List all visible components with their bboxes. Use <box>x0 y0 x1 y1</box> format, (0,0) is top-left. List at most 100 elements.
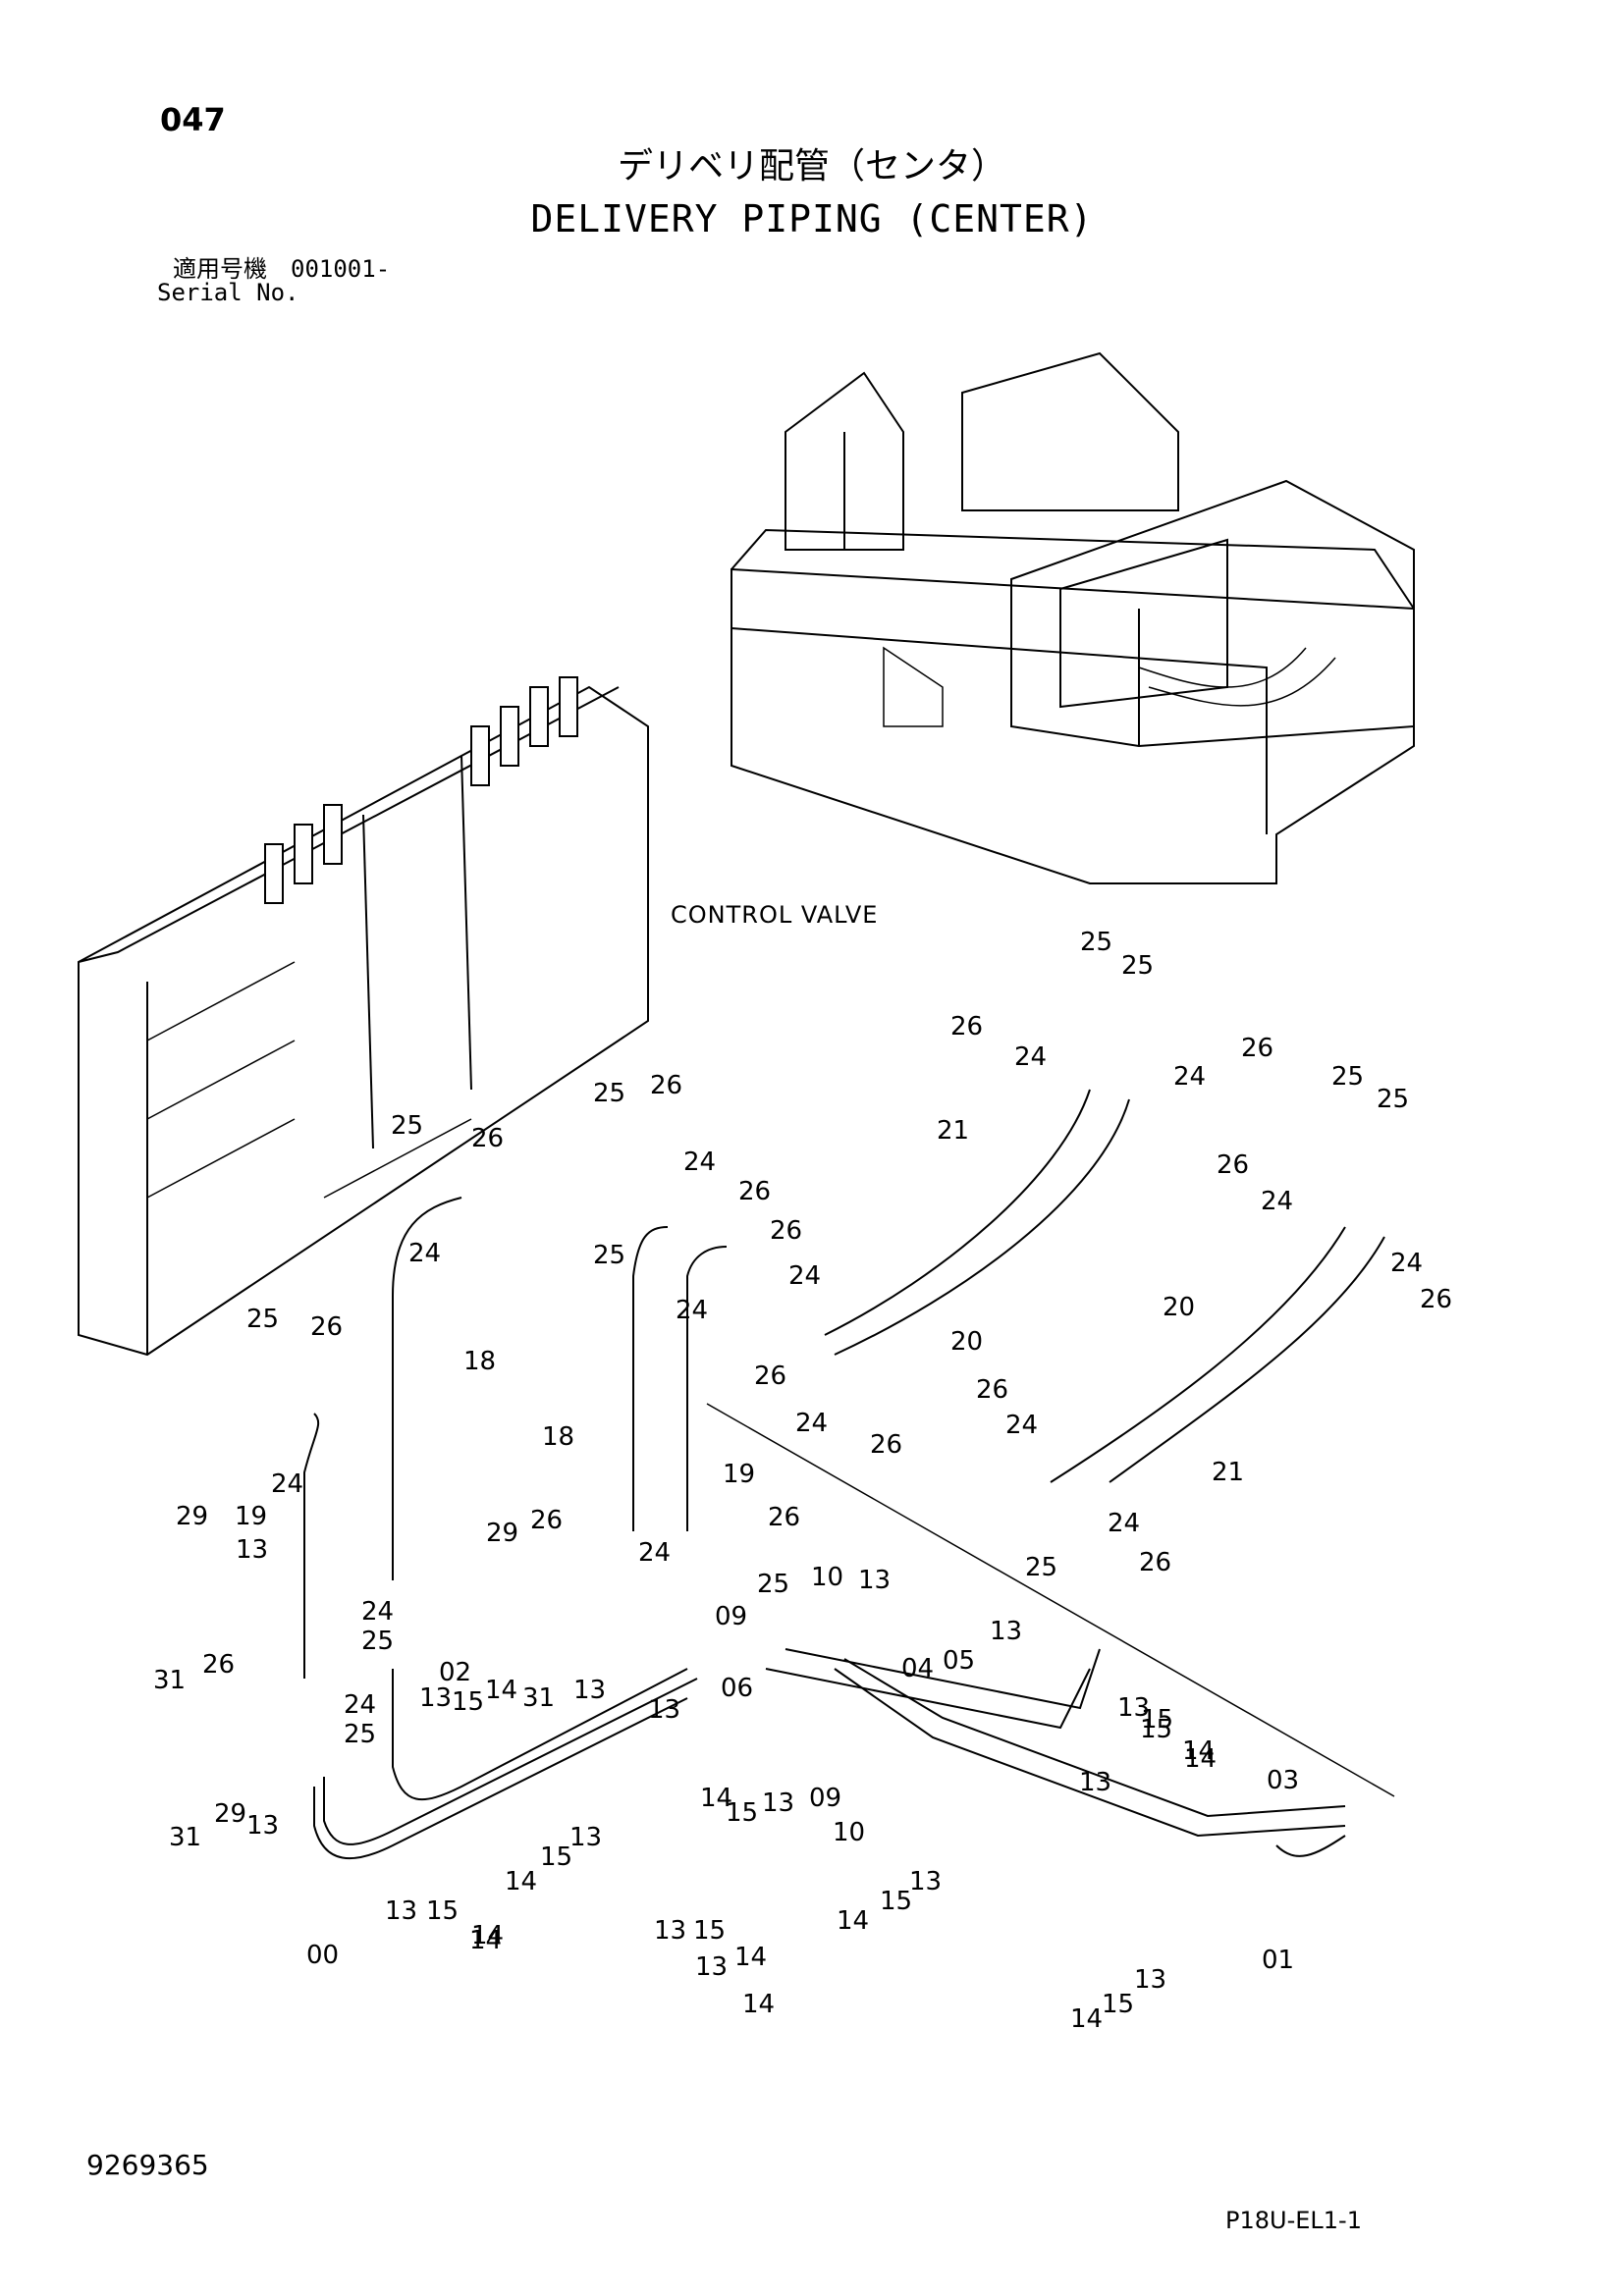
callout-13: 13 <box>246 1811 279 1841</box>
callout-24: 24 <box>361 1597 394 1627</box>
callout-18: 18 <box>463 1347 496 1376</box>
callout-29: 29 <box>176 1502 208 1531</box>
callout-14: 14 <box>485 1676 517 1705</box>
callout-00: 00 <box>306 1941 339 1970</box>
callout-13: 13 <box>654 1916 686 1946</box>
callout-15: 15 <box>426 1896 459 1926</box>
callout-15: 15 <box>540 1842 572 1872</box>
callout-26: 26 <box>310 1312 343 1342</box>
callout-26: 26 <box>754 1362 786 1391</box>
callout-14: 14 <box>505 1867 537 1896</box>
callout-25: 25 <box>593 1079 625 1108</box>
callout-25: 25 <box>757 1570 789 1599</box>
callout-31: 31 <box>522 1683 555 1713</box>
callout-25: 25 <box>246 1305 279 1334</box>
callout-15: 15 <box>1141 1705 1173 1735</box>
callout-24: 24 <box>1108 1509 1140 1538</box>
callout-15: 15 <box>1102 1990 1134 2019</box>
callout-26: 26 <box>770 1216 802 1246</box>
callout-24: 24 <box>271 1469 303 1499</box>
callout-25: 25 <box>1080 928 1112 957</box>
callout-13: 13 <box>695 1952 728 1982</box>
callout-14: 14 <box>734 1943 767 1972</box>
callout-24: 24 <box>795 1409 828 1438</box>
callout-24: 24 <box>1390 1249 1423 1278</box>
callout-13: 13 <box>648 1695 680 1725</box>
callout-21: 21 <box>937 1116 969 1146</box>
callout-26: 26 <box>202 1650 235 1680</box>
callout-26: 26 <box>650 1071 682 1100</box>
callout-13: 13 <box>909 1867 942 1896</box>
callout-26: 26 <box>530 1506 563 1535</box>
callout-13: 13 <box>569 1823 602 1852</box>
callout-26: 26 <box>768 1503 800 1532</box>
callout-26: 26 <box>950 1012 983 1041</box>
callout-26: 26 <box>1241 1034 1273 1063</box>
callout-13: 13 <box>236 1535 268 1565</box>
callout-10: 10 <box>833 1818 865 1847</box>
callout-15: 15 <box>693 1916 726 1946</box>
serial-label-japanese: 適用号機 001001- <box>173 255 391 283</box>
callout-20: 20 <box>1163 1293 1195 1322</box>
callout-26: 26 <box>1139 1548 1171 1577</box>
callout-09: 09 <box>809 1784 841 1813</box>
callout-26: 26 <box>976 1375 1008 1405</box>
callout-24: 24 <box>1005 1411 1038 1440</box>
callout-15: 15 <box>880 1887 912 1916</box>
callout-25: 25 <box>344 1720 376 1749</box>
callout-26: 26 <box>870 1430 902 1460</box>
callout-31: 31 <box>169 1823 201 1852</box>
callout-24: 24 <box>1261 1187 1293 1216</box>
callout-24: 24 <box>676 1296 708 1325</box>
page-number: 047 <box>160 101 226 138</box>
callout-14: 14 <box>1184 1744 1217 1774</box>
callout-14: 14 <box>469 1926 502 1955</box>
callout-03: 03 <box>1267 1766 1299 1795</box>
callout-13: 13 <box>573 1676 606 1705</box>
callout-14: 14 <box>1182 1736 1215 1766</box>
callout-25: 25 <box>1121 951 1154 981</box>
callout-13: 13 <box>1117 1693 1150 1723</box>
callout-13: 13 <box>858 1566 891 1595</box>
callout-25: 25 <box>1331 1062 1364 1092</box>
callout-01: 01 <box>1262 1946 1294 1975</box>
callout-14: 14 <box>700 1784 732 1813</box>
machine-overview-illustration <box>731 351 1415 884</box>
title-japanese: デリベリ配管（センタ） <box>617 146 1006 187</box>
sheet-code: P18U-EL1-1 <box>1225 2207 1362 2234</box>
callout-09: 09 <box>715 1602 747 1631</box>
callout-26: 26 <box>738 1177 771 1206</box>
callout-29: 29 <box>486 1519 518 1548</box>
callout-06: 06 <box>721 1674 753 1703</box>
callout-21: 21 <box>1212 1458 1244 1487</box>
title-english: DELIVERY PIPING (CENTER) <box>530 197 1094 240</box>
serial-label-english: Serial No. <box>157 279 299 306</box>
callout-25: 25 <box>1377 1085 1409 1114</box>
control-valve-label: CONTROL VALVE <box>671 901 879 929</box>
callout-24: 24 <box>1014 1042 1047 1072</box>
document-number: 9269365 <box>86 2149 209 2181</box>
callout-19: 19 <box>235 1502 267 1531</box>
callout-25: 25 <box>391 1111 423 1141</box>
callout-29: 29 <box>214 1799 246 1829</box>
callout-26: 26 <box>1217 1150 1249 1180</box>
callout-13: 13 <box>1079 1768 1111 1797</box>
callout-05: 05 <box>943 1646 975 1676</box>
hose-assemblies <box>303 1089 1395 1859</box>
callout-24: 24 <box>788 1261 821 1291</box>
callout-02: 02 <box>439 1658 471 1687</box>
callout-20: 20 <box>950 1327 983 1357</box>
callout-24: 24 <box>638 1538 671 1568</box>
callout-19: 19 <box>723 1460 755 1489</box>
callout-13: 13 <box>990 1617 1022 1646</box>
callout-24: 24 <box>408 1239 441 1268</box>
callout-24: 24 <box>344 1690 376 1720</box>
callout-13: 13 <box>1134 1965 1166 1995</box>
control-valve-illustration <box>78 676 649 1357</box>
callout-14: 14 <box>1070 2004 1103 2034</box>
callout-13: 13 <box>385 1896 417 1926</box>
callout-24: 24 <box>683 1148 716 1177</box>
callout-15: 15 <box>726 1798 758 1828</box>
callout-13: 13 <box>419 1683 452 1713</box>
